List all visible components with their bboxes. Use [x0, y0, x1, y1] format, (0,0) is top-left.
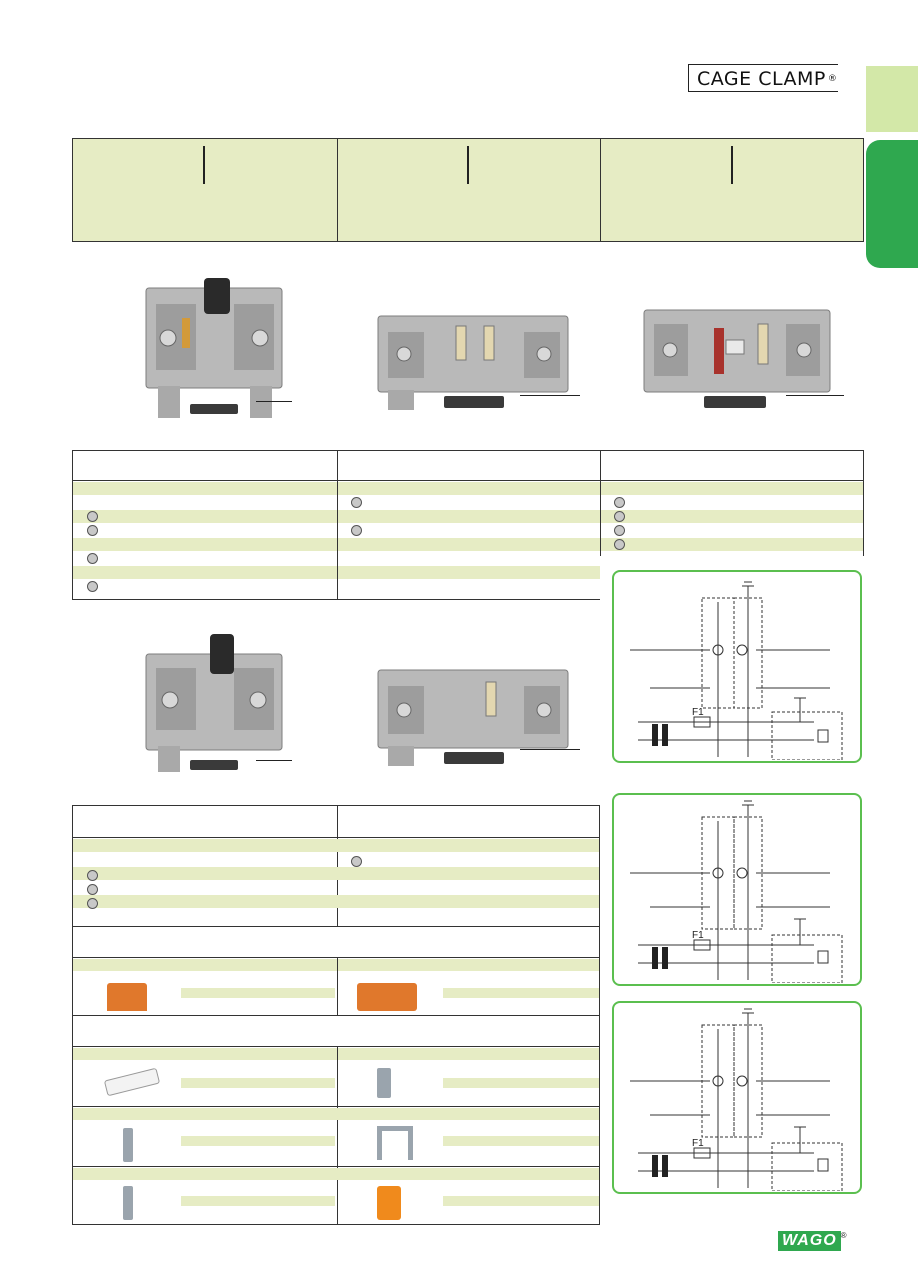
leader-line-3	[786, 395, 844, 396]
glass-fuse-photo	[103, 1067, 161, 1097]
cage-clamp-logo: CAGE CLAMP®	[688, 64, 838, 92]
circuit-diagram-3: F1	[612, 1001, 862, 1194]
table-row	[73, 867, 599, 880]
accessory-header-row	[73, 1048, 599, 1060]
item-number-field	[181, 1196, 335, 1206]
wago-registered: ®	[840, 1231, 847, 1240]
spec-table-2	[72, 805, 600, 1225]
disconnect-terminal-block-photo	[377, 315, 569, 410]
item-number-field	[181, 1078, 335, 1088]
header-marker-3	[731, 146, 733, 184]
header-marker-2	[467, 146, 469, 184]
leader-line-2	[520, 395, 580, 396]
option-dot	[87, 525, 98, 536]
leader-line-5	[520, 749, 580, 750]
cage-clamp-registered: ®	[827, 74, 838, 84]
option-dot	[87, 870, 98, 881]
item-number-field	[443, 988, 599, 998]
circuit-diagram-icon: F1	[630, 581, 843, 761]
end-plate-photo	[107, 983, 147, 1011]
circuit-diagram-1: F1	[612, 570, 862, 763]
option-dot	[351, 497, 362, 508]
fuse-terminal-block-photo-2	[145, 634, 283, 772]
table-row	[73, 538, 863, 551]
wago-logo: WAGO®	[778, 1231, 862, 1253]
side-tab-light	[866, 66, 918, 132]
circuit-diagram-icon: F1	[630, 1008, 843, 1192]
option-dot	[87, 553, 98, 564]
option-dot	[87, 511, 98, 522]
item-number-field	[443, 1136, 599, 1146]
table-row	[73, 482, 863, 495]
header-box-1	[72, 138, 338, 242]
end-plate-photo-2	[357, 983, 417, 1011]
option-dot	[614, 497, 625, 508]
cage-clamp-text: CAGE CLAMP	[697, 68, 826, 90]
option-dot	[87, 581, 98, 592]
accessory-header-row	[73, 1108, 599, 1120]
marker-carrier-photo	[377, 1186, 401, 1220]
fuse-label: F1	[692, 707, 704, 718]
option-dot	[614, 539, 625, 550]
fuse-terminal-block-photo	[145, 278, 283, 418]
item-number-field	[443, 1078, 599, 1088]
item-number-field	[181, 988, 335, 998]
table-row	[73, 895, 599, 908]
header-box-2	[337, 138, 601, 242]
leader-line-1	[256, 401, 292, 402]
option-dot	[87, 898, 98, 909]
circuit-diagram-2: F1	[612, 793, 862, 986]
item-number-field	[181, 1136, 335, 1146]
option-dot	[614, 525, 625, 536]
circuit-diagram-icon: F1	[630, 800, 843, 984]
table-row	[73, 839, 599, 852]
header-marker-1	[203, 146, 205, 184]
leader-line-4	[256, 760, 292, 761]
option-dot	[351, 525, 362, 536]
option-dot	[87, 884, 98, 895]
option-dot	[614, 511, 625, 522]
test-plug-photo	[123, 1128, 133, 1162]
test-plug-photo-2	[123, 1186, 133, 1220]
wago-logo-text: WAGO	[778, 1231, 841, 1251]
accessory-header-row	[73, 959, 599, 971]
option-dot	[351, 856, 362, 867]
jumper-photo	[377, 1068, 391, 1098]
jumper-photo-2	[377, 1126, 413, 1160]
fuse-label: F1	[692, 1138, 704, 1149]
knife-disconnect-terminal-block-photo	[643, 309, 831, 408]
fuse-label: F1	[692, 930, 704, 941]
side-tab-active[interactable]	[866, 140, 918, 268]
item-number-field	[443, 1196, 599, 1206]
accessory-header-row	[73, 1168, 599, 1180]
table-row	[73, 510, 863, 523]
disconnect-terminal-block-photo-2	[377, 669, 569, 766]
